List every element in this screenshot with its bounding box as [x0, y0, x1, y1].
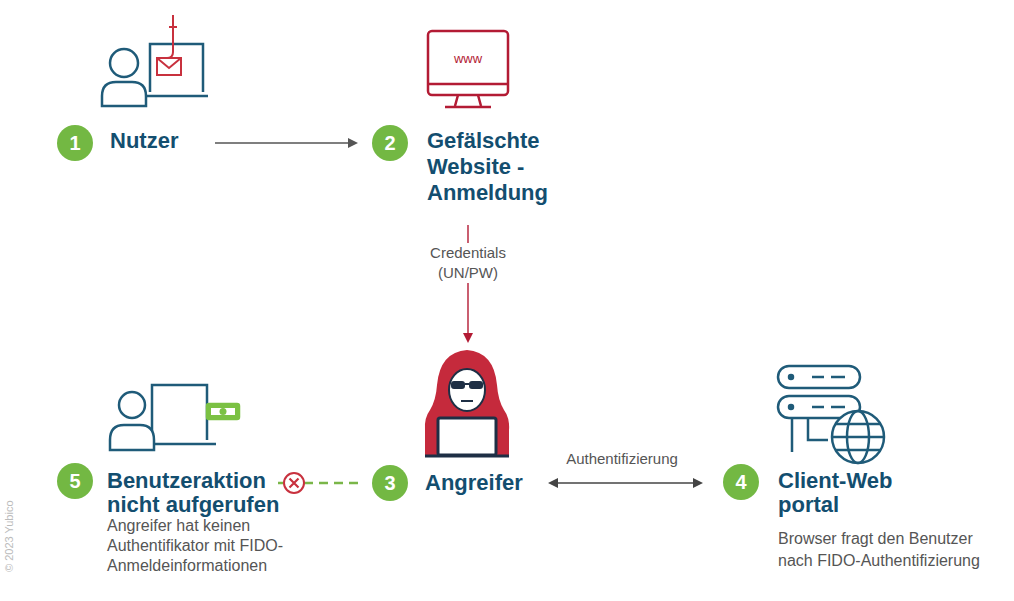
monitor-icon [428, 31, 508, 107]
callout-number: 4 [723, 464, 759, 500]
arrow-head [463, 333, 473, 343]
step-node: 1Nutzer [55, 15, 215, 165]
callout-number: 2 [372, 125, 408, 161]
callout-number: 5 [57, 463, 93, 499]
connector-line [215, 142, 350, 143]
step-heading: Client-Web portal [778, 469, 928, 517]
blocked-cross [290, 479, 299, 488]
connector-line [556, 482, 695, 483]
step-heading: Gefälschte Website - Anmeldung [427, 128, 577, 206]
arrow-head [548, 478, 558, 488]
connector [215, 138, 358, 148]
step-node: 5Benutzeraktion nicht aufgerufenAngreife… [55, 382, 305, 582]
callout-number: 1 [57, 125, 93, 161]
step-description: Browser fragt den Benutzer nach FIDO-Aut… [778, 528, 1008, 572]
blocked-mark [284, 473, 304, 493]
step-heading: Angreifer [425, 470, 540, 496]
step-heading: Nutzer [110, 128, 220, 154]
hacker-icon [425, 350, 509, 456]
step-node: 4 Client-Web portalBrowser fragt den Benu… [720, 360, 1010, 595]
user-phishing-icon [102, 15, 208, 106]
connector [278, 473, 358, 493]
user-payment-icon [110, 385, 239, 450]
step-description: Angreifer hat keinen Authentifikator mit… [107, 516, 322, 576]
screen-text: www [448, 51, 488, 67]
edge-label: Credentials (UN/PW) [423, 243, 513, 283]
edge-label: Authentifizierung [552, 449, 692, 469]
connector [548, 478, 703, 488]
server-globe-icon [778, 366, 884, 463]
step-heading: Benutzeraktion nicht aufgerufen [107, 469, 312, 517]
arrow-head [693, 478, 703, 488]
step-node: 3 Angreifer [370, 343, 540, 503]
arrow-head [348, 138, 358, 148]
copyright-watermark: © 2023 Yubico [2, 462, 16, 572]
callout-number: 3 [372, 465, 408, 501]
